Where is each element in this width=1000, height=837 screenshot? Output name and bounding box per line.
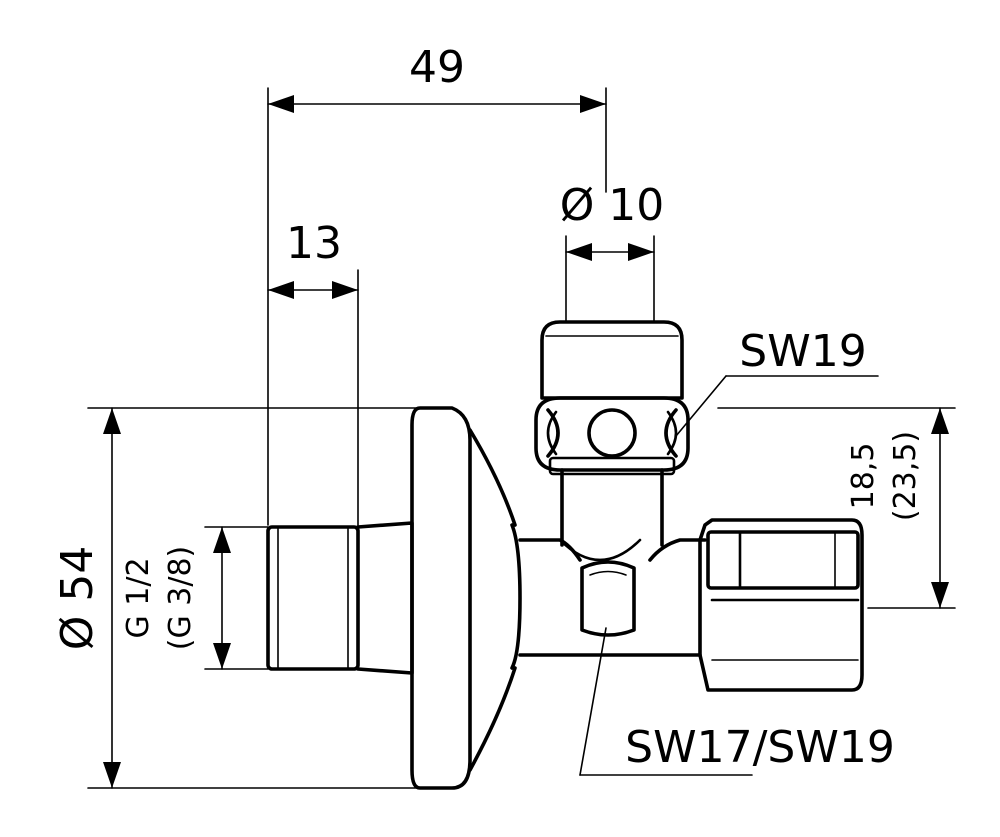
label-d54: Ø 54	[52, 546, 103, 651]
dimension-d10	[565, 243, 655, 261]
pipe-body	[510, 523, 707, 670]
label-185: 18,5	[846, 443, 881, 510]
lower-hex-nut	[580, 560, 636, 637]
dimension-49	[267, 95, 607, 113]
dimension-thread	[213, 526, 231, 670]
label-d10: Ø 10	[560, 180, 665, 231]
label-sw19: SW19	[739, 326, 866, 377]
top-cap	[540, 320, 684, 400]
stem-neck	[548, 456, 676, 547]
label-thread-alt: (G 3/8)	[163, 546, 198, 650]
label-13: 13	[286, 218, 342, 269]
valve-body	[266, 320, 864, 790]
threaded-nipple	[266, 521, 414, 675]
leader-sw17-sw19	[579, 627, 753, 776]
wall-rosette	[410, 406, 517, 790]
outlet-nut	[698, 518, 864, 692]
labels: 49 13 Ø 10 SW19 SW17/SW19 Ø 54 G 1/2 (G …	[52, 42, 923, 773]
dimension-185	[931, 407, 949, 609]
label-235: (23,5)	[888, 431, 923, 521]
label-thread-main: G 1/2	[121, 557, 156, 638]
dimension-d54	[103, 407, 121, 789]
leader-sw19	[675, 375, 879, 437]
label-49: 49	[409, 42, 465, 93]
dimension-lines	[87, 87, 956, 789]
label-sw17-sw19: SW17/SW19	[625, 722, 895, 773]
dimension-13	[267, 281, 359, 299]
